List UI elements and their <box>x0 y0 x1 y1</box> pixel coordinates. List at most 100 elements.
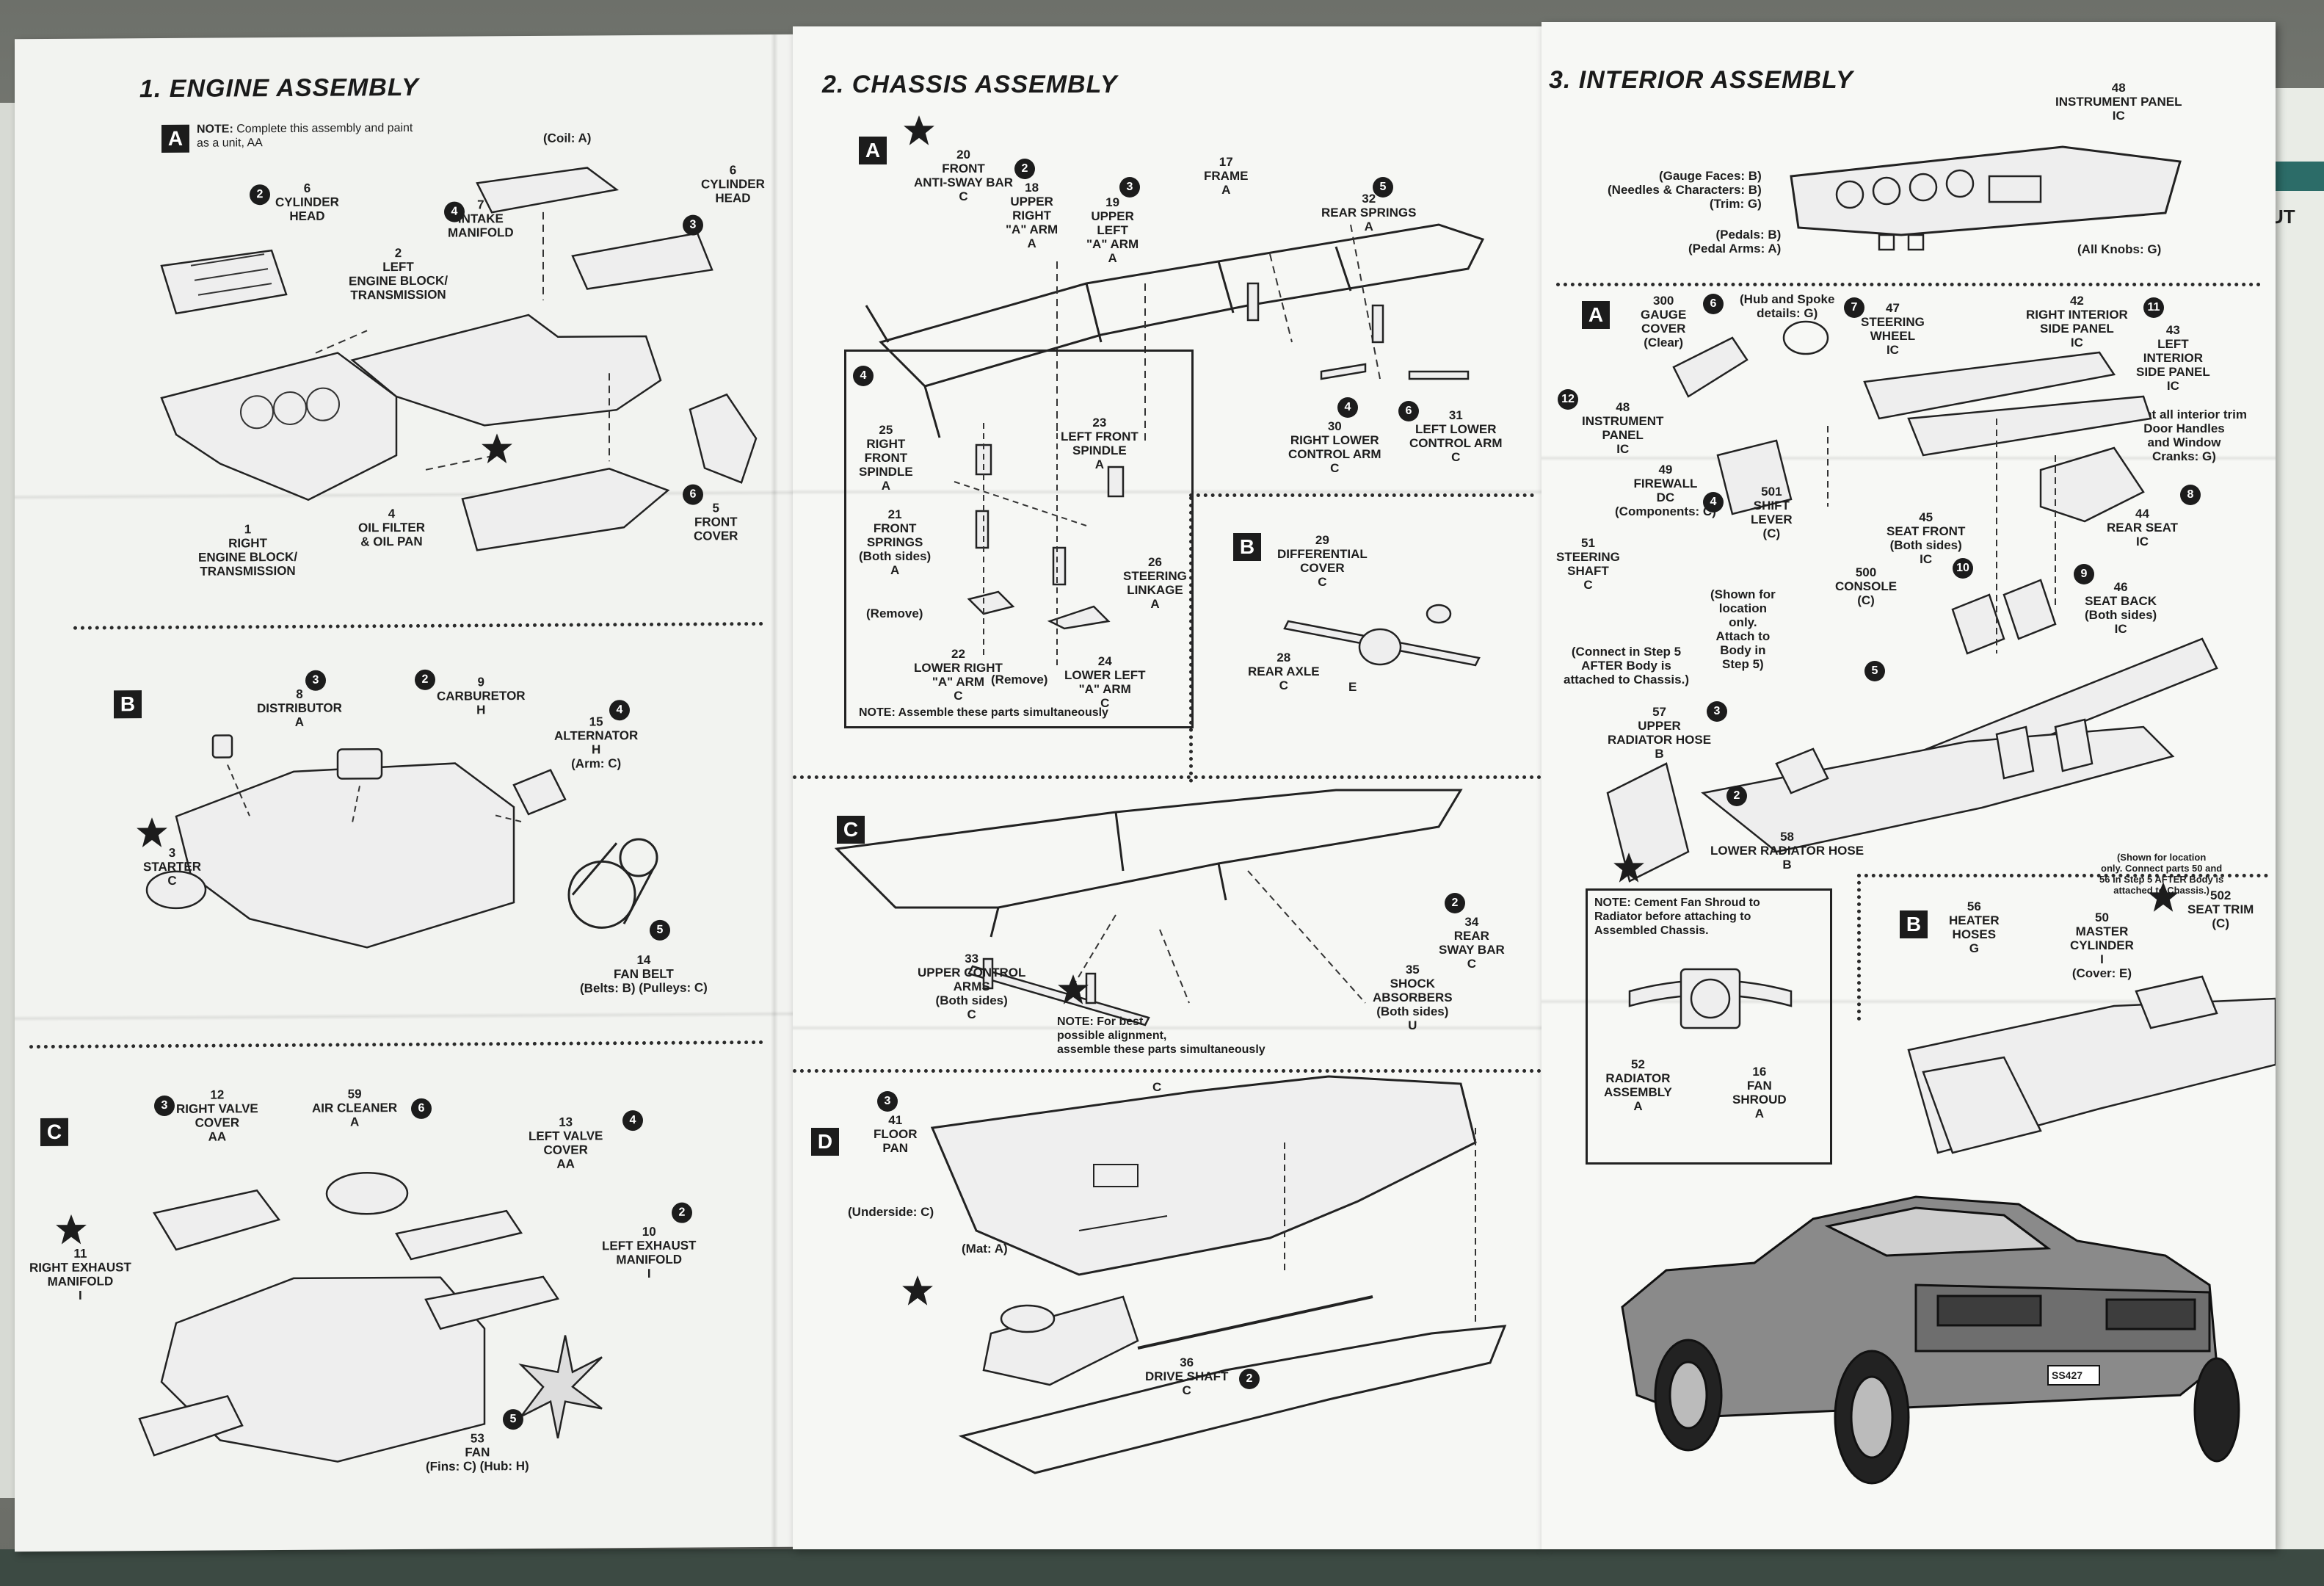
label-front-cover: 5 FRONT COVER <box>694 501 738 543</box>
step-marker-c: C <box>40 1118 68 1147</box>
color-step-6: 6 <box>1398 401 1419 421</box>
section-title: 1. ENGINE ASSEMBLY <box>139 73 419 104</box>
label-lower-right-a-arm: 22 LOWER RIGHT "A" ARM C <box>914 647 1003 703</box>
label-steering-shaft: 51 STEERING SHAFT C <box>1556 536 1620 592</box>
star-icon <box>482 433 512 464</box>
label-right-engine-block: 1 RIGHT ENGINE BLOCK/ TRANSMISSION <box>198 522 298 579</box>
fold-line <box>15 1010 793 1022</box>
label-lower-radiator-hose: 58 LOWER RADIATOR HOSE B <box>1710 830 1864 872</box>
label-shown-for-location-b: (Shown for location only. Connect parts … <box>2099 852 2224 896</box>
label-intake-manifold: 7 INTAKE MANIFOLD <box>448 198 514 240</box>
color-step-12: 12 <box>1558 389 1578 410</box>
radiator-note-box <box>1586 888 1832 1165</box>
label-seat-back: 46 SEAT BACK (Both sides) IC <box>2085 580 2157 636</box>
label-fan-shroud: 16 FAN SHROUD A <box>1732 1065 1787 1120</box>
color-step-7: 7 <box>1844 297 1864 318</box>
color-step-8: 8 <box>2180 485 2201 505</box>
label-remove-right: (Remove) <box>866 606 923 620</box>
engine-assembly-sheet: 1. ENGINE ASSEMBLY A NOTE: Complete this… <box>15 34 793 1552</box>
car-illustration <box>1608 1175 2232 1520</box>
label-shift-lever: 501 SHIFT LEVER (C) <box>1751 485 1793 540</box>
color-step-4: 4 <box>853 366 874 386</box>
label-right-valve-cover: 12 RIGHT VALVE COVER AA <box>176 1087 258 1144</box>
section-title: 3. INTERIOR ASSEMBLY <box>1549 66 1853 94</box>
label-heater-hoses: 56 HEATER HOSES G <box>1949 899 2000 955</box>
label-right-front-spindle: 25 RIGHT FRONT SPINDLE A <box>859 423 913 493</box>
label-c: C <box>1152 1080 1162 1094</box>
step-marker-b: B <box>1900 910 1928 938</box>
label-underside: (Underside: C) <box>848 1205 934 1219</box>
note-label: NOTE: <box>197 123 233 136</box>
engine-step-a-illustration <box>132 152 763 552</box>
rear-axle-illustration <box>1270 584 1505 687</box>
fold-line <box>771 34 778 1547</box>
label-mat: (Mat: A) <box>962 1242 1008 1256</box>
label-lower-left-a-arm: 24 LOWER LEFT "A" ARM C <box>1064 654 1146 710</box>
section-divider <box>793 775 1542 779</box>
step-marker-b: B <box>114 690 142 719</box>
step-marker-b: B <box>1233 533 1261 561</box>
chassis-rear-illustration <box>807 783 1512 1040</box>
label-left-lower-control-arm: 31 LEFT LOWER CONTROL ARM C <box>1409 408 1503 464</box>
label-left-engine-block: 2 LEFT ENGINE BLOCK/ TRANSMISSION <box>349 246 449 303</box>
label-connect-step5: (Connect in Step 5 AFTER Body is attache… <box>1564 645 1689 687</box>
star-icon <box>56 1214 87 1245</box>
floor-pan-chassis-illustration <box>918 1054 1534 1517</box>
section-divider <box>29 1040 763 1049</box>
step-marker-a: A <box>1582 301 1610 329</box>
label-gauge-cover: 300 GAUGE COVER (Clear) <box>1641 294 1687 350</box>
label-instrument-panel: 48 INSTRUMENT PANEL IC <box>1582 400 1664 456</box>
star-icon <box>1058 974 1089 1004</box>
label-all-knobs: (All Knobs: G) <box>2077 242 2162 256</box>
section-divider <box>1857 874 2268 877</box>
label-floor-pan: 41 FLOOR PAN <box>874 1113 918 1155</box>
instrument-panel-illustration <box>1784 132 2195 257</box>
label-pedals: (Pedals: B) (Pedal Arms: A) <box>1688 228 1782 256</box>
radiator-illustration <box>1622 955 1798 1050</box>
chassis-with-interior-illustration <box>1586 683 2217 888</box>
color-step-5: 5 <box>650 919 670 941</box>
section-divider <box>73 622 763 630</box>
section-divider <box>1857 874 1861 1021</box>
label-instrument-panel-top: 48 INSTRUMENT PANEL IC <box>2055 81 2182 123</box>
label-hub-spoke: (Hub and Spoke details: G) <box>1740 292 1835 320</box>
label-cylinder-head-left: 6 CYLINDER HEAD <box>275 181 339 223</box>
label-left-front-spindle: 23 LEFT FRONT SPINDLE A <box>1061 416 1139 471</box>
label-left-valve-cover: 13 LEFT VALVE COVER AA <box>529 1115 603 1171</box>
front-suspension-illustration <box>866 379 1174 673</box>
section-divider <box>793 1069 1542 1073</box>
label-right-exhaust-manifold: 11 RIGHT EXHAUST MANIFOLD I <box>29 1246 131 1303</box>
label-upper-right-a-arm: 18 UPPER RIGHT "A" ARM A <box>1006 181 1058 250</box>
engine-step-b-illustration <box>147 732 705 971</box>
label-box-e: E <box>1348 680 1357 694</box>
label-gauge-faces: (Gauge Faces: B) (Needles & Characters: … <box>1608 169 1762 211</box>
star-icon <box>2148 882 2179 912</box>
step-marker-c: C <box>837 816 865 844</box>
color-step-4: 4 <box>1337 397 1358 418</box>
engine-step-c-illustration <box>117 1151 646 1521</box>
label-master-cylinder: 50 MASTER CYLINDER I (Cover: E) <box>2070 910 2134 980</box>
star-icon <box>137 817 167 847</box>
color-step-3: 3 <box>1707 701 1727 722</box>
label-left-interior-side-panel: 43 LEFT INTERIOR SIDE PANEL IC <box>2136 323 2210 393</box>
color-step-2: 2 <box>1445 893 1465 913</box>
color-step-5: 5 <box>1864 661 1885 681</box>
star-icon <box>904 115 934 145</box>
section-divider <box>1189 496 1193 783</box>
label-fan-belt: 14 FAN BELT (Belts: B) (Pulleys: C) <box>580 952 708 996</box>
label-console: 500 CONSOLE (C) <box>1835 565 1898 607</box>
chassis-frame-illustration <box>837 195 1527 489</box>
step-c-note: NOTE: For best possible alignment, assem… <box>1057 1015 1266 1056</box>
color-step-5: 5 <box>1373 177 1393 198</box>
badge-text: SS427 <box>2052 1369 2083 1381</box>
label-upper-left-a-arm: 19 UPPER LEFT "A" ARM A <box>1086 195 1139 265</box>
label-alternator: 15 ALTERNATOR H (Arm: C) <box>554 714 639 771</box>
label-coil: (Coil: A) <box>543 131 592 145</box>
section-title: 2. CHASSIS ASSEMBLY <box>822 70 1118 98</box>
color-step-3: 3 <box>154 1095 175 1117</box>
fold-line <box>1542 455 2276 461</box>
label-rear-seat: 44 REAR SEAT IC <box>2107 507 2178 548</box>
color-step-6: 6 <box>411 1098 432 1119</box>
label-front-springs: 21 FRONT SPRINGS (Both sides) A <box>859 507 932 577</box>
label-firewall: 49 FIREWALL DC (Components: C) <box>1615 463 1716 518</box>
